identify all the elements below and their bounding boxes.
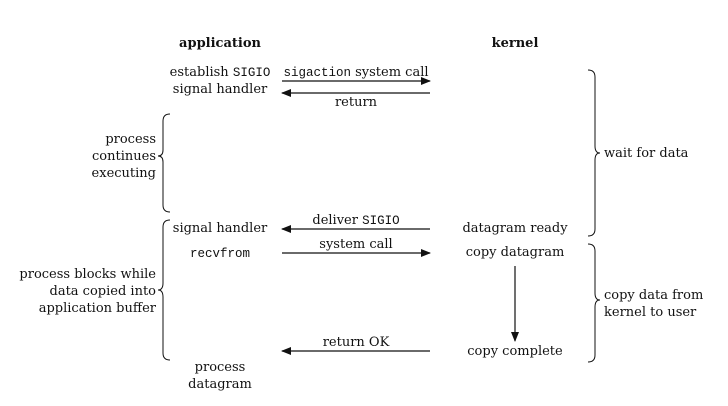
note-copy-line1: copy data from [604,288,704,303]
app-establish-line2: signal handler [172,82,268,97]
note-continues-line2: continues [92,149,156,164]
label-return-ok: return OK [322,335,390,350]
label-deliver-sigio: deliver SIGIO [312,213,400,228]
brace-copy-data [587,243,601,363]
note-copy-line2: kernel to user [604,305,697,320]
app-recvfrom: recvfrom [189,247,251,261]
app-process-line1: process [194,360,246,375]
note-continues-line3: executing [91,166,156,181]
note-blocks-line3: application buffer [38,301,156,316]
app-signal-handler: signal handler [172,221,268,236]
brace-process-blocks [157,219,171,361]
note-wait-for-data: wait for data [604,146,689,161]
kernel-copy-complete: copy complete [467,344,563,359]
app-establish-line1: establish SIGIO [169,65,271,80]
header-application: application [179,36,261,51]
label-sigaction: sigaction system call [283,65,429,80]
kernel-copy-datagram: copy datagram [465,245,565,260]
note-continues-line1: process [105,132,156,147]
label-system-call: system call [319,237,393,252]
kernel-datagram-ready: datagram ready [462,221,568,236]
note-blocks-line2: data copied into [49,284,157,299]
brace-wait-for-data [587,69,601,237]
brace-process-continues [157,113,171,213]
note-blocks-line1: process blocks while [19,267,156,282]
label-return: return [334,95,378,110]
app-process-line2: datagram [188,377,252,392]
header-kernel: kernel [491,36,539,51]
